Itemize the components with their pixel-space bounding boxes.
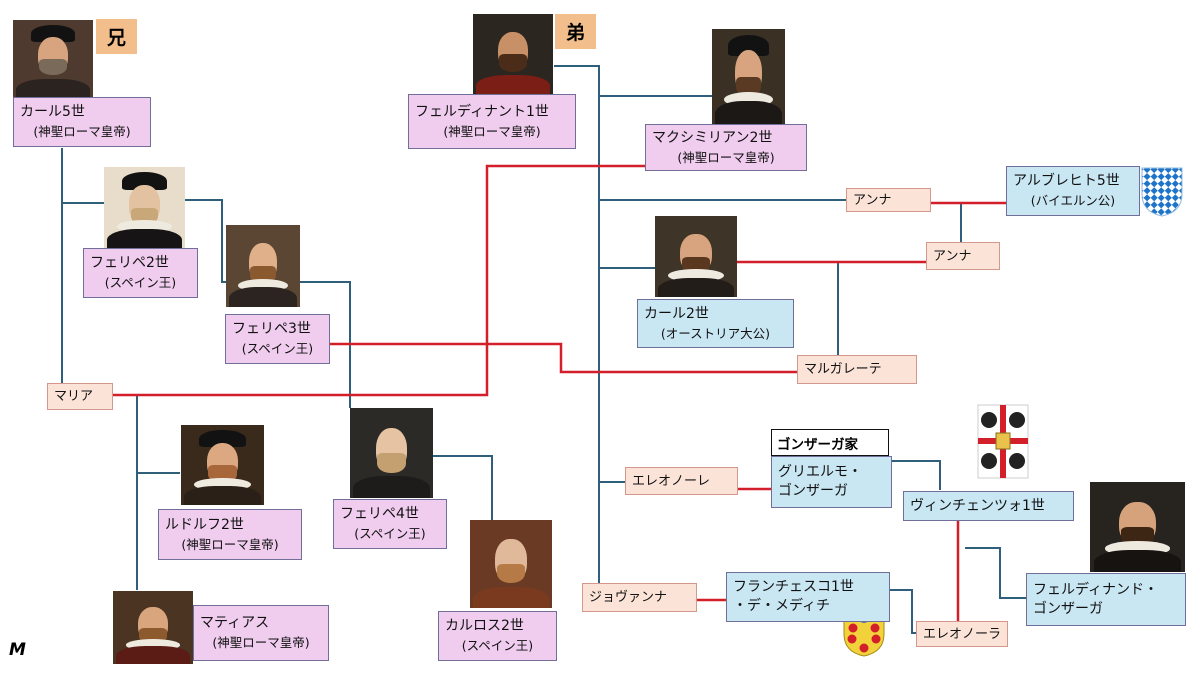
spouse-maria: マリア	[47, 383, 113, 410]
person-name: カルロス2世	[445, 618, 524, 634]
person-francesco1: フランチェスコ1世 ・デ・メディチ	[726, 572, 890, 622]
person-philip3: フェリペ3世 (スペイン王)	[225, 314, 330, 364]
person-title: (神聖ローマ皇帝)	[443, 123, 541, 139]
portrait-ferdinand1	[473, 14, 553, 94]
portrait-philip4	[350, 408, 433, 498]
person-guglielmo: グリエルモ・ ゴンザーガ	[771, 456, 892, 508]
portrait-karl2	[655, 216, 737, 297]
person-matthias: マティアス (神聖ローマ皇帝)	[193, 605, 329, 661]
watermark: M	[9, 640, 26, 660]
person-title: (神聖ローマ皇帝)	[181, 536, 279, 552]
portrait-philip2	[104, 167, 185, 248]
person-name-line1: フェルディナンド・	[1033, 581, 1159, 598]
younger-brother-tag: 弟	[555, 14, 596, 49]
person-albrecht5: アルブレヒト5世 (バイエルン公)	[1006, 166, 1140, 216]
person-name-line1: グリエルモ・	[778, 464, 862, 480]
marriage-philip3-margarete	[322, 342, 797, 374]
person-philip2: フェリペ2世 (スペイン王)	[83, 248, 198, 298]
spouse-eleonore: エレオノーレ	[625, 467, 738, 495]
person-name: フェリペ2世	[90, 255, 169, 271]
gonzaga-coat-of-arms-icon	[977, 404, 1029, 479]
elder-brother-tag: 兄	[96, 19, 137, 54]
person-title: (神聖ローマ皇帝)	[212, 635, 310, 650]
person-name: カール2世	[644, 305, 709, 322]
person-name-line1: フランチェスコ1世	[733, 579, 854, 595]
person-title: (スペイン王)	[461, 638, 534, 653]
line-philip4-carlos2	[433, 455, 493, 522]
person-vincenzo1: ヴィンチェンツォ1世	[903, 491, 1074, 521]
person-karl2: カール2世 (オーストリア大公)	[637, 299, 794, 348]
person-name: ヴィンチェンツォ1世	[910, 497, 1045, 514]
person-rudolf2: ルドルフ2世 (神聖ローマ皇帝)	[158, 509, 302, 560]
person-maximilian2: マクシミリアン2世 (神聖ローマ皇帝)	[645, 124, 807, 171]
line-guglielmo-vincenzo	[892, 460, 941, 490]
line-albrecht-anna2	[926, 203, 962, 248]
person-title: (神聖ローマ皇帝)	[33, 124, 131, 139]
person-title: (スペイン王)	[241, 341, 314, 356]
portrait-karl5	[13, 20, 93, 97]
line-philip2-philip3	[185, 199, 226, 283]
person-title: (神聖ローマ皇帝)	[677, 149, 775, 165]
person-name-line2: ゴンザーガ	[778, 483, 848, 499]
marriage-maria-maximilian2	[113, 164, 645, 397]
portrait-philip3	[226, 225, 300, 307]
portrait-matthias	[113, 591, 193, 664]
spouse-eleonora: エレオノーラ	[916, 621, 1008, 647]
person-name: アルブレヒト5世	[1013, 173, 1120, 189]
person-karl5: カール5世 (神聖ローマ皇帝)	[13, 97, 151, 147]
portrait-maximilian2	[712, 29, 785, 124]
spouse-anna2: アンナ	[926, 242, 1000, 270]
line-ferdinand1-trunk	[554, 65, 600, 590]
portrait-carlos2	[470, 520, 552, 608]
line-francesco-eleonora	[890, 589, 916, 634]
person-name: フェリペ4世	[340, 506, 419, 522]
person-title: (スペイン王)	[354, 526, 426, 541]
spouse-anna1: アンナ	[846, 188, 931, 212]
person-name: マクシミリアン2世	[652, 129, 773, 146]
person-carlos2: カルロス2世 (スペイン王)	[438, 611, 557, 661]
person-name-line2: ・デ・メディチ	[733, 598, 831, 614]
house-gonzaga-label: ゴンザーガ家	[771, 429, 889, 456]
person-name: フェリペ3世	[232, 321, 311, 337]
person-name: マティアス	[200, 615, 270, 631]
bavaria-coat-of-arms-icon	[1141, 167, 1183, 217]
person-philip4: フェリペ4世 (スペイン王)	[333, 499, 447, 549]
line-philip3-philip4	[300, 281, 351, 408]
marriage-lines	[113, 164, 1006, 621]
portrait-rudolf2	[181, 425, 264, 505]
person-name: カール5世	[20, 104, 85, 120]
person-title: (スペイン王)	[104, 275, 177, 290]
person-title: (オーストリア大公)	[660, 325, 771, 341]
person-title: (バイエルン公)	[1030, 193, 1116, 208]
line-vincenzo-ferdinando	[965, 547, 1026, 599]
person-name: フェルディナント1世	[415, 103, 549, 120]
spouse-giovanna: ジョヴァンナ	[582, 583, 697, 612]
person-name-line2: ゴンザーガ	[1033, 600, 1103, 617]
person-ferdinando: フェルディナンド・ ゴンザーガ	[1026, 573, 1186, 626]
portrait-ferdinando	[1090, 482, 1185, 572]
person-name: ルドルフ2世	[165, 516, 244, 533]
spouse-margarete: マルガレーテ	[797, 355, 917, 384]
person-ferdinand1: フェルディナント1世 (神聖ローマ皇帝)	[408, 94, 576, 149]
